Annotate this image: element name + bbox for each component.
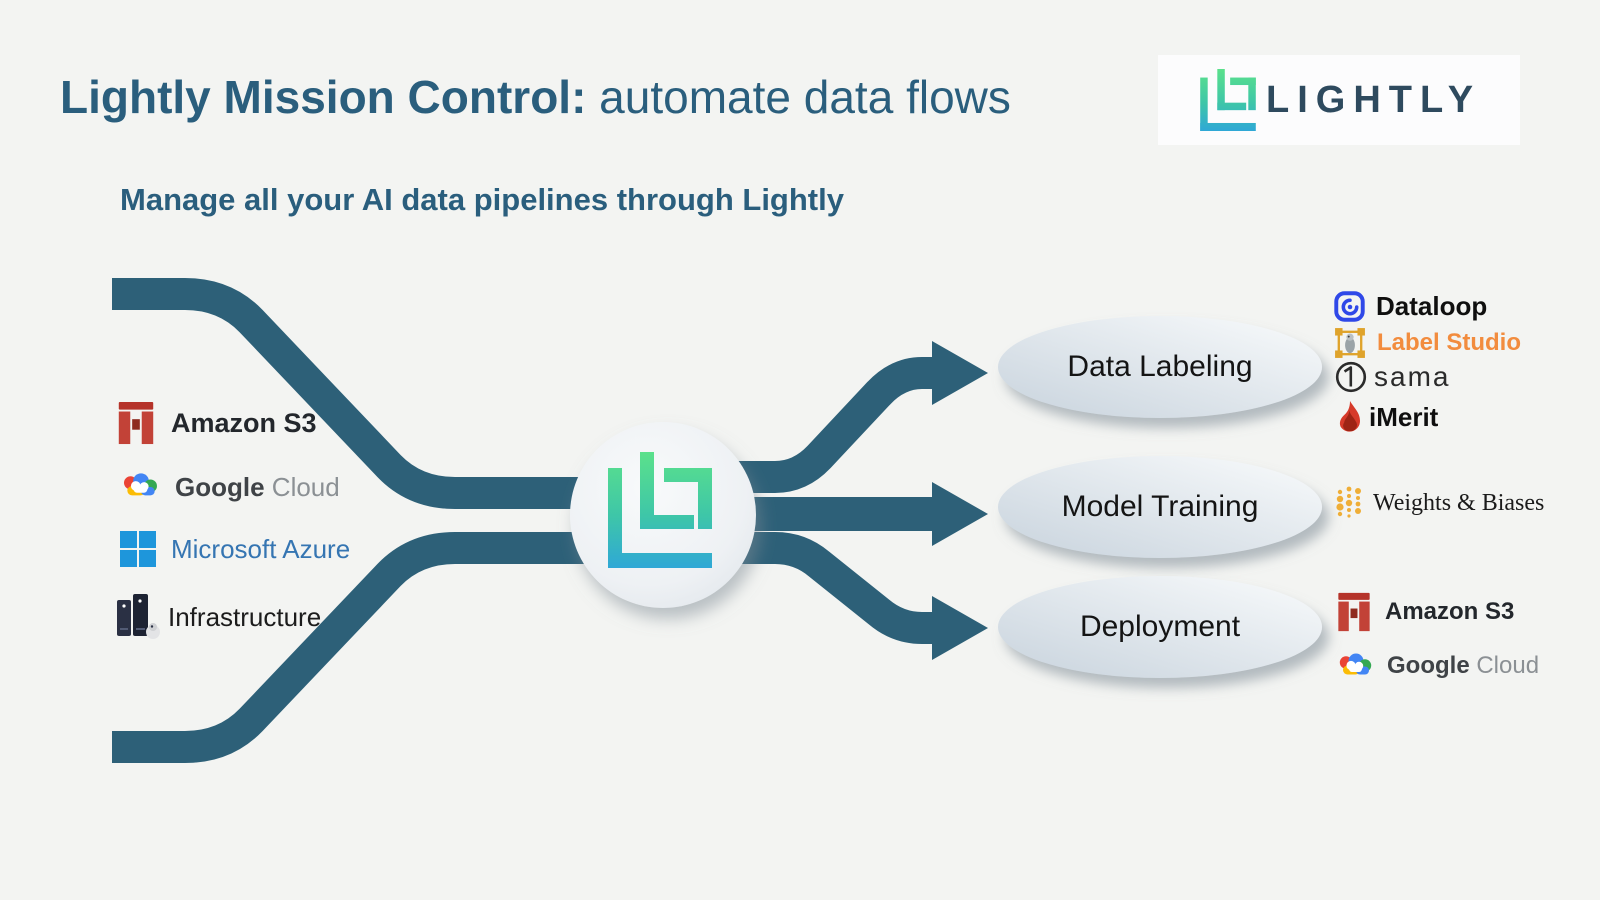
tool-label: Dataloop [1376, 290, 1488, 321]
page-subtitle: Manage all your AI data pipelines throug… [120, 182, 844, 217]
imerit-icon [1336, 400, 1364, 434]
arrow-to-deployment [690, 532, 934, 644]
stage-label-data-labeling: Data Labeling [1067, 350, 1253, 383]
arrowhead-labeling [932, 341, 988, 405]
arrow-to-labeling [690, 357, 934, 493]
source-label: Google Cloud [175, 472, 340, 503]
arrowhead-deployment [932, 596, 988, 660]
tool-sama: sama [1334, 357, 1450, 397]
page-title-bold: Lightly Mission Control: [60, 71, 587, 123]
stage-ellipse-data-labeling [998, 316, 1322, 418]
source-label: Microsoft Azure [171, 533, 351, 564]
google-word: Google [1387, 652, 1470, 679]
cloud-word: Cloud [271, 471, 340, 502]
stage-ellipse-deployment [998, 576, 1322, 678]
tool-label: Weights & Biases [1373, 489, 1545, 516]
tool-label: Label Studio [1377, 329, 1521, 356]
tool-label: iMerit [1369, 401, 1439, 432]
lightly-brand-logo: LIGHTLY [1158, 55, 1520, 145]
page-title: Lightly Mission Control: automate data f… [60, 70, 1011, 124]
amazon-s3-icon [114, 400, 158, 446]
arrowhead-training [932, 482, 988, 546]
stage-label-model-training: Model Training [1061, 490, 1259, 523]
microsoft-azure-icon [118, 529, 158, 569]
stage-label-deployment: Deployment [1079, 610, 1241, 643]
target-label: Google Cloud [1387, 652, 1539, 680]
weights-biases-icon [1336, 485, 1362, 521]
source-label: Amazon S3 [171, 407, 317, 438]
tool-label-studio: Label Studio [1334, 323, 1521, 363]
stage-ellipse-model-training [998, 456, 1322, 558]
page-title-regular: automate data flows [586, 71, 1011, 123]
source-label: Infrastructure [168, 601, 322, 632]
cloud-word: Cloud [1476, 652, 1540, 679]
google-cloud-icon [120, 472, 162, 502]
target-google-cloud: Google Cloud [1336, 646, 1539, 686]
tool-label: sama [1374, 361, 1451, 392]
target-amazon-s3: Amazon S3 [1334, 589, 1514, 635]
target-label: Amazon S3 [1385, 598, 1515, 625]
source-microsoft-azure: Microsoft Azure [118, 525, 350, 573]
google-word: Google [175, 471, 265, 502]
tool-weights-biases: Weights & Biases [1336, 483, 1544, 523]
source-google-cloud: Google Cloud [120, 463, 340, 511]
sama-icon [1334, 360, 1368, 394]
label-studio-icon [1334, 327, 1366, 359]
google-cloud-icon [1336, 652, 1376, 681]
dataloop-icon [1334, 291, 1365, 322]
funnel-band-bottom [112, 532, 665, 763]
source-amazon-s3: Amazon S3 [114, 399, 317, 447]
tool-dataloop: Dataloop [1334, 286, 1487, 326]
tool-imerit: iMerit [1336, 397, 1438, 437]
lightly-logo-icon [1200, 69, 1256, 131]
source-infrastructure: Infrastructure [114, 593, 321, 641]
amazon-s3-icon [1334, 590, 1374, 634]
infrastructure-icon [114, 592, 164, 642]
funnel-band-top [112, 278, 665, 509]
lightly-wordmark: LIGHTLY [1266, 78, 1482, 121]
